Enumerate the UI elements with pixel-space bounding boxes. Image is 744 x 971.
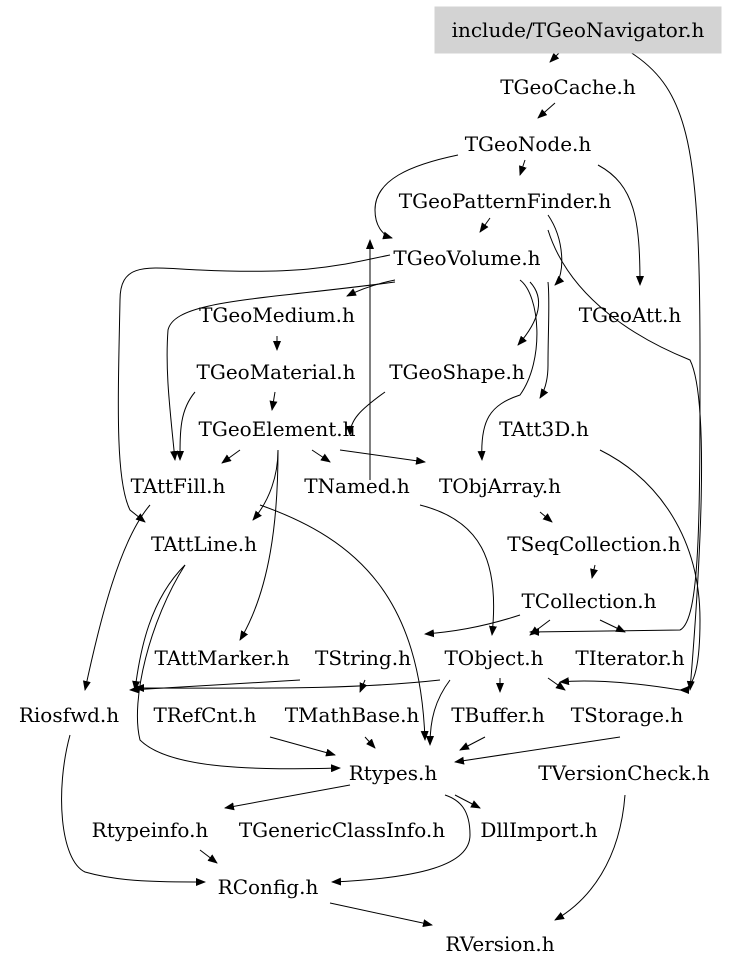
- edge: [269, 736, 336, 757]
- edge: [239, 449, 279, 641]
- edge: [224, 784, 351, 811]
- node-tversioncheck[interactable]: TVersionCheck.h: [538, 761, 710, 785]
- node-trefcnt[interactable]: TRefCnt.h: [153, 703, 256, 727]
- edge: [454, 736, 621, 765]
- edge: [82, 504, 151, 691]
- edge: [374, 154, 459, 240]
- node-titerator[interactable]: TIterator.h: [575, 646, 684, 670]
- node-tmathbase[interactable]: TMathBase.h: [285, 703, 420, 727]
- edge: [554, 794, 626, 921]
- edge: [547, 229, 703, 691]
- node-tnamed[interactable]: TNamed.h: [304, 474, 410, 498]
- edge: [529, 51, 701, 636]
- root-node-box: [434, 6, 722, 54]
- edge: [549, 51, 561, 63]
- edge: [61, 734, 206, 886]
- edge: [597, 164, 644, 286]
- node-tattline[interactable]: TAttLine.h: [151, 532, 257, 556]
- node-tgeoelement[interactable]: TGeoElement.h: [199, 417, 356, 441]
- node-tseqcollection[interactable]: TSeqCollection.h: [507, 532, 681, 556]
- edge: [364, 736, 376, 749]
- edge: [426, 679, 451, 746]
- edge: [199, 849, 218, 864]
- edge: [346, 279, 396, 297]
- node-rtypes[interactable]: Rtypes.h: [349, 761, 438, 785]
- edge: [259, 504, 429, 741]
- edge: [539, 511, 553, 523]
- edge: [359, 679, 368, 693]
- edge: [477, 279, 538, 461]
- node-tattmarker[interactable]: TAttMarker.h: [155, 646, 290, 670]
- node-tgeoshape[interactable]: TGeoShape.h: [389, 360, 525, 384]
- edge: [547, 677, 566, 691]
- edge: [424, 614, 521, 638]
- edge: [329, 902, 433, 928]
- node-tgeoatt[interactable]: TGeoAtt.h: [579, 303, 682, 327]
- edge: [221, 449, 241, 464]
- node-tgeonode[interactable]: TGeoNode.h: [465, 132, 592, 156]
- node-tbuffer[interactable]: TBuffer.h: [451, 703, 545, 727]
- edge: [539, 281, 550, 399]
- edge: [454, 794, 481, 809]
- node-tobjarray[interactable]: TObjArray.h: [439, 474, 561, 498]
- node-tgenericclassinfo[interactable]: TGenericClassInfo.h: [239, 818, 445, 842]
- edge: [252, 449, 279, 521]
- root-node-label: include/TGeoNavigator.h: [452, 18, 705, 42]
- node-tgeovolume[interactable]: TGeoVolume.h: [393, 246, 540, 270]
- edge: [339, 449, 426, 465]
- edge: [537, 102, 556, 119]
- edge: [559, 677, 681, 691]
- edge: [590, 564, 598, 579]
- node-riosfwd[interactable]: Riosfwd.h: [19, 703, 119, 727]
- edge: [517, 281, 539, 346]
- edge: [331, 794, 471, 886]
- edge: [176, 391, 196, 461]
- node-tatt3d[interactable]: TAtt3D.h: [499, 417, 589, 441]
- node-tgeomedium[interactable]: TGeoMedium.h: [199, 303, 355, 327]
- edge: [132, 564, 186, 691]
- edge: [459, 736, 486, 751]
- node-tgeopatternfinder[interactable]: TGeoPatternFinder.h: [399, 189, 612, 213]
- edge: [529, 619, 551, 636]
- root-node[interactable]: include/TGeoNavigator.h: [434, 6, 722, 54]
- node-tgeocache[interactable]: TGeoCache.h: [500, 75, 636, 99]
- edge: [134, 679, 441, 693]
- edge: [166, 281, 396, 461]
- header-nodes: TGeoCache.h TGeoNode.h TGeoPatternFinder…: [19, 75, 710, 956]
- edge: [479, 217, 491, 233]
- node-rconfig[interactable]: RConfig.h: [218, 875, 319, 899]
- edge: [117, 254, 391, 523]
- node-rtypeinfo[interactable]: Rtypeinfo.h: [92, 818, 209, 842]
- node-tobject[interactable]: TObject.h: [444, 646, 543, 670]
- edge: [346, 391, 386, 436]
- edge: [269, 391, 278, 411]
- node-tgeomaterial[interactable]: TGeoMaterial.h: [197, 360, 356, 384]
- edge: [419, 504, 497, 636]
- edge: [137, 564, 341, 773]
- node-tstring[interactable]: TString.h: [315, 646, 411, 670]
- node-tcollection[interactable]: TCollection.h: [521, 589, 656, 613]
- edge: [311, 449, 331, 463]
- node-dllimport[interactable]: DllImport.h: [480, 818, 597, 842]
- edge: [599, 449, 701, 694]
- node-tattfill[interactable]: TAttFill.h: [131, 474, 226, 498]
- node-tstorage[interactable]: TStorage.h: [571, 703, 684, 727]
- edge: [599, 619, 626, 633]
- edge: [519, 159, 527, 176]
- node-rversion[interactable]: RVersion.h: [445, 932, 554, 956]
- dependency-edges: [61, 51, 703, 928]
- edge: [547, 214, 565, 286]
